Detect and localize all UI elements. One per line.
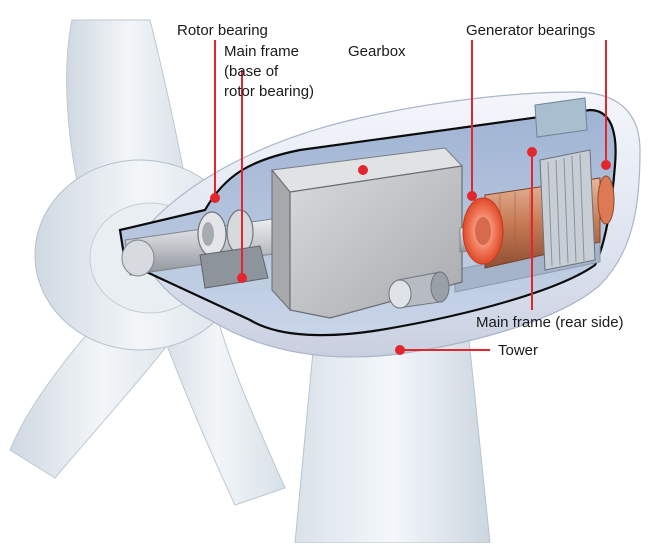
pointer-lines	[214, 40, 607, 351]
label-generator-bearings: Generator bearings	[466, 22, 596, 39]
rotor-blade-lower-right	[149, 289, 286, 506]
gearbox-front	[271, 168, 291, 312]
label-tower: Tower	[498, 342, 539, 359]
label-main-frame-rear: Main frame (rear side)	[476, 314, 624, 331]
shaft-end	[121, 239, 155, 277]
label-main-frame-line1: Main frame	[224, 43, 300, 60]
main-frame-base	[199, 245, 269, 289]
label-main-frame-line3: rotor bearing)	[224, 83, 315, 100]
pointer-dots	[210, 147, 611, 355]
label-rotor-bearing: Rotor bearing	[177, 22, 268, 39]
tower-body	[294, 329, 491, 544]
label-main-frame-line2: (base of	[224, 63, 279, 80]
generator-bearing-rear	[597, 175, 615, 225]
label-gearbox: Gearbox	[348, 43, 406, 60]
control-cabinet	[534, 97, 588, 138]
